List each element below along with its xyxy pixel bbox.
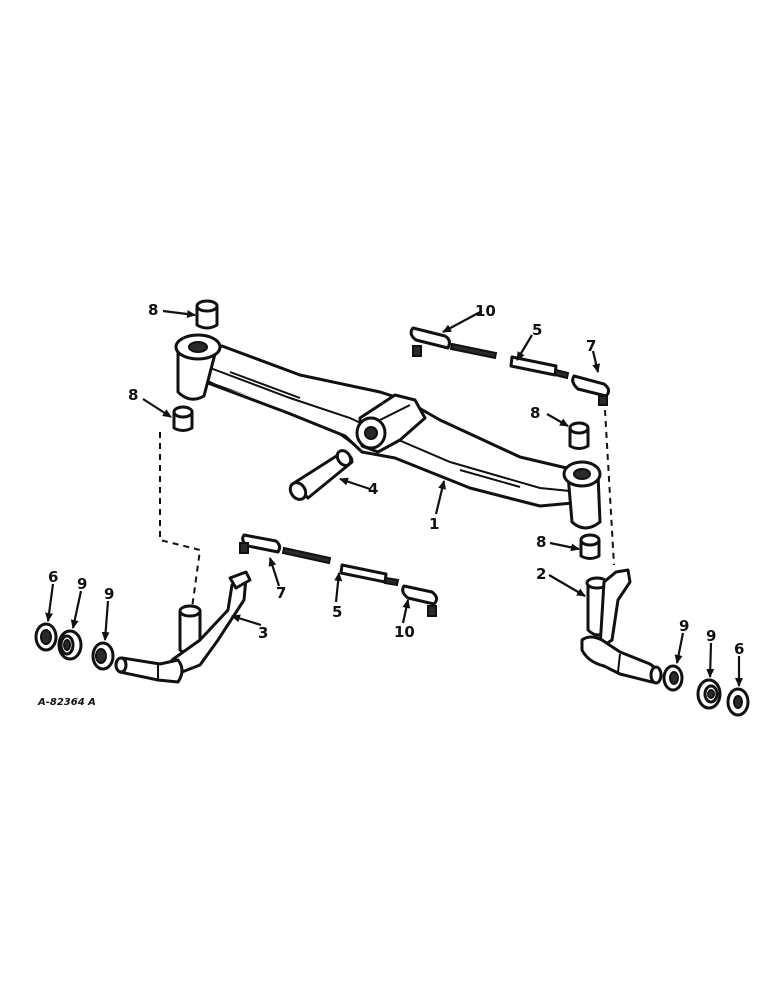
steering-knuckle-left xyxy=(114,570,252,684)
callout-6: 6 xyxy=(48,568,58,586)
seal-left xyxy=(34,622,58,652)
steering-knuckle-right xyxy=(580,568,663,685)
callout-10: 10 xyxy=(475,302,496,320)
callout-9: 9 xyxy=(104,585,114,603)
bearing-right-outer xyxy=(696,678,722,710)
bushing-upper-left xyxy=(195,299,219,330)
bushing-lower-left xyxy=(172,405,194,432)
callout-8: 8 xyxy=(148,301,158,319)
callout-9: 9 xyxy=(77,575,87,593)
callout-1: 1 xyxy=(429,515,439,533)
pivot-pin xyxy=(288,449,354,501)
front-axle-beam xyxy=(174,333,602,530)
bushing-upper-right xyxy=(568,421,590,450)
callout-5: 5 xyxy=(532,321,542,339)
callout-4: 4 xyxy=(368,480,378,498)
bearing-left-inner xyxy=(91,641,115,671)
callout-9: 9 xyxy=(706,627,716,645)
callout-3: 3 xyxy=(258,624,268,642)
tie-rod-end-lower-right xyxy=(401,584,439,617)
tie-rod-tube-lower xyxy=(281,546,400,587)
bearing-right-inner xyxy=(662,664,684,692)
tie-rod-end-upper-right xyxy=(571,374,611,406)
seal-right xyxy=(726,687,750,717)
bearing-left-outer xyxy=(57,629,83,661)
callout-2: 2 xyxy=(536,565,546,583)
reference-code: A-82364 A xyxy=(37,697,96,708)
callout-6: 6 xyxy=(734,640,744,658)
callout-8: 8 xyxy=(128,386,138,404)
callout-7: 7 xyxy=(586,337,596,355)
callout-10: 10 xyxy=(394,623,415,641)
callout-7: 7 xyxy=(276,584,286,602)
assembly-line-left xyxy=(159,432,202,609)
callout-9: 9 xyxy=(679,617,689,635)
callout-5: 5 xyxy=(332,603,342,621)
assembly-line-right xyxy=(604,409,615,566)
leader-lines xyxy=(45,309,743,687)
callout-8: 8 xyxy=(536,533,546,551)
tie-rod-tube-upper xyxy=(449,342,570,380)
bushing-lower-right xyxy=(579,533,601,560)
callout-8: 8 xyxy=(530,404,540,422)
tie-rod-end-lower-left xyxy=(239,533,282,554)
tie-rod-end-upper-left xyxy=(409,326,451,357)
